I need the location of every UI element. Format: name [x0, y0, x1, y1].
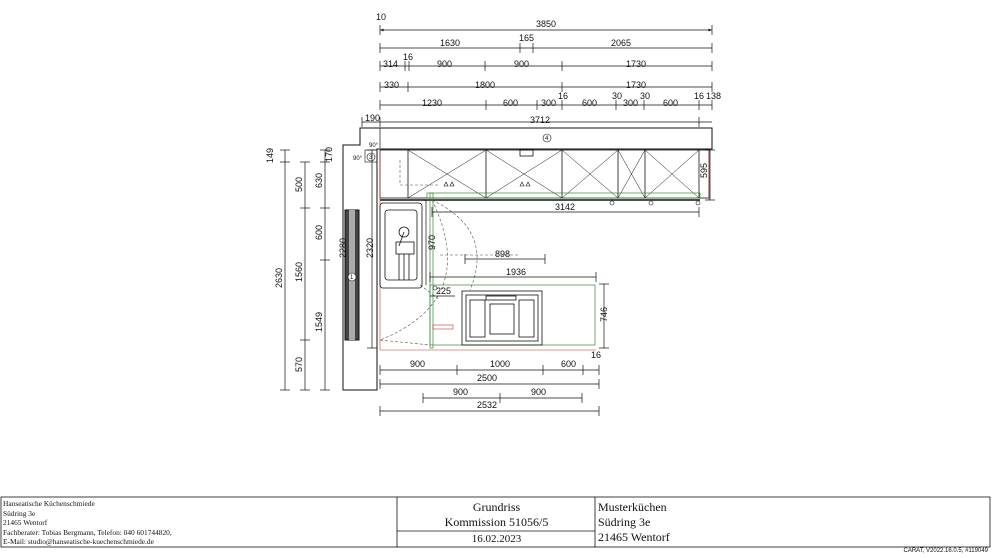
marker-label: 1	[350, 275, 354, 281]
commission-number: Kommission 51056/5	[444, 515, 549, 529]
company-name: Hanseatische Küchenschmiede	[3, 499, 95, 508]
dim-label: 300	[623, 98, 638, 108]
dim-label: 1630	[440, 38, 460, 48]
marker-label: 3	[369, 155, 373, 161]
cooktop-unit	[461, 290, 543, 346]
top-dimension-chain	[361, 25, 713, 127]
dim-label: 300	[541, 98, 556, 108]
dim-label: 2500	[477, 373, 497, 383]
dim-label: 314	[383, 59, 398, 69]
dim-label: 30	[612, 91, 622, 101]
dim-label: 1936	[506, 267, 526, 277]
email-line: E-Mail: studio@hanseatische-kuechenschmi…	[3, 537, 154, 547]
software-version: CARAT, V2022.16.0.5, #119049	[903, 548, 988, 554]
dim-label: 600	[582, 98, 597, 108]
dim-label: 600	[314, 225, 324, 240]
dim-label: 630	[314, 173, 324, 188]
dim-label: 138	[706, 91, 721, 101]
dim-label: 3850	[536, 19, 556, 29]
dealer-info: Hanseatische Küchenschmiede Südring 3e 2…	[3, 499, 172, 547]
dim-label: 2065	[611, 38, 631, 48]
dim-label: 600	[561, 359, 576, 369]
dim-label: 3142	[555, 202, 575, 212]
dim-label: 16	[591, 350, 601, 360]
dim-label: 1800	[475, 80, 495, 90]
dim-label: 970	[427, 235, 437, 250]
dim-label: 1730	[626, 80, 646, 90]
dim-label: 2280	[338, 238, 348, 258]
dim-label: 225	[436, 286, 451, 296]
company-city: 21465 Wentorf	[3, 518, 48, 528]
company-street: Südring 3e	[3, 508, 36, 518]
dim-label: 595	[699, 163, 709, 178]
dim-label: 600	[663, 98, 678, 108]
dim-label: 2532	[477, 400, 497, 410]
dim-label: 1549	[314, 312, 324, 332]
top-dimension-labels: 10 3850 1630 165 2065 314 16 900 900 173…	[365, 12, 721, 125]
studio-city: 21465 Wentorf	[598, 530, 670, 544]
sink-unit	[379, 202, 423, 289]
dim-label: 170	[324, 147, 334, 162]
dim-label: 900	[410, 359, 425, 369]
document-title: Grundriss	[472, 500, 521, 514]
document-title-block: Grundriss Kommission 51056/5	[400, 500, 593, 530]
dim-label: 900	[531, 387, 546, 397]
back-wall-cabinets	[379, 149, 710, 201]
dim-label: 1000	[490, 359, 510, 369]
left-dimension-lines	[280, 149, 377, 391]
studio-info: Musterküchen Südring 3e 21465 Wentorf	[598, 500, 670, 545]
dim-label: 900	[437, 59, 452, 69]
dim-label: 2320	[365, 238, 375, 258]
dim-label: 190	[365, 113, 380, 123]
advisor-line: Fachberater: Tobias Bergmann, Telefon: 0…	[3, 527, 172, 537]
dim-label: 1230	[422, 98, 442, 108]
angle-label: 90°	[353, 156, 363, 162]
dim-label: 900	[514, 59, 529, 69]
title-block-frame	[0, 496, 991, 548]
position-markers	[347, 133, 552, 282]
counter-outline-green	[426, 192, 701, 349]
inner-dimension-lines	[425, 149, 715, 349]
dim-label: 746	[599, 307, 609, 322]
dim-label: 2630	[274, 268, 284, 288]
dim-label: 30	[640, 91, 650, 101]
studio-name: Musterküchen	[598, 500, 667, 514]
bottom-dimension-lines	[379, 365, 600, 416]
marker-label: 4	[545, 136, 549, 142]
dim-label: 330	[384, 80, 399, 90]
dim-label: 600	[503, 98, 518, 108]
dim-label: 570	[294, 357, 304, 372]
studio-street: Südring 3e	[598, 515, 651, 529]
dim-label: 900	[453, 387, 468, 397]
dim-label: 1730	[626, 59, 646, 69]
dim-label: 16	[403, 52, 413, 62]
dim-label: 16	[694, 91, 704, 101]
dim-label: 16	[558, 91, 568, 101]
dim-label: 1560	[294, 262, 304, 282]
dim-label: 165	[519, 33, 534, 43]
dim-label: 10	[376, 12, 386, 22]
dim-label: 500	[294, 177, 304, 192]
feet-symbols	[432, 181, 701, 291]
dim-label: 898	[495, 249, 510, 259]
dim-label: 3712	[530, 115, 550, 125]
document-date: 16.02.2023	[471, 533, 522, 545]
dim-label: 149	[265, 148, 275, 163]
angle-label: 90°	[369, 143, 379, 149]
